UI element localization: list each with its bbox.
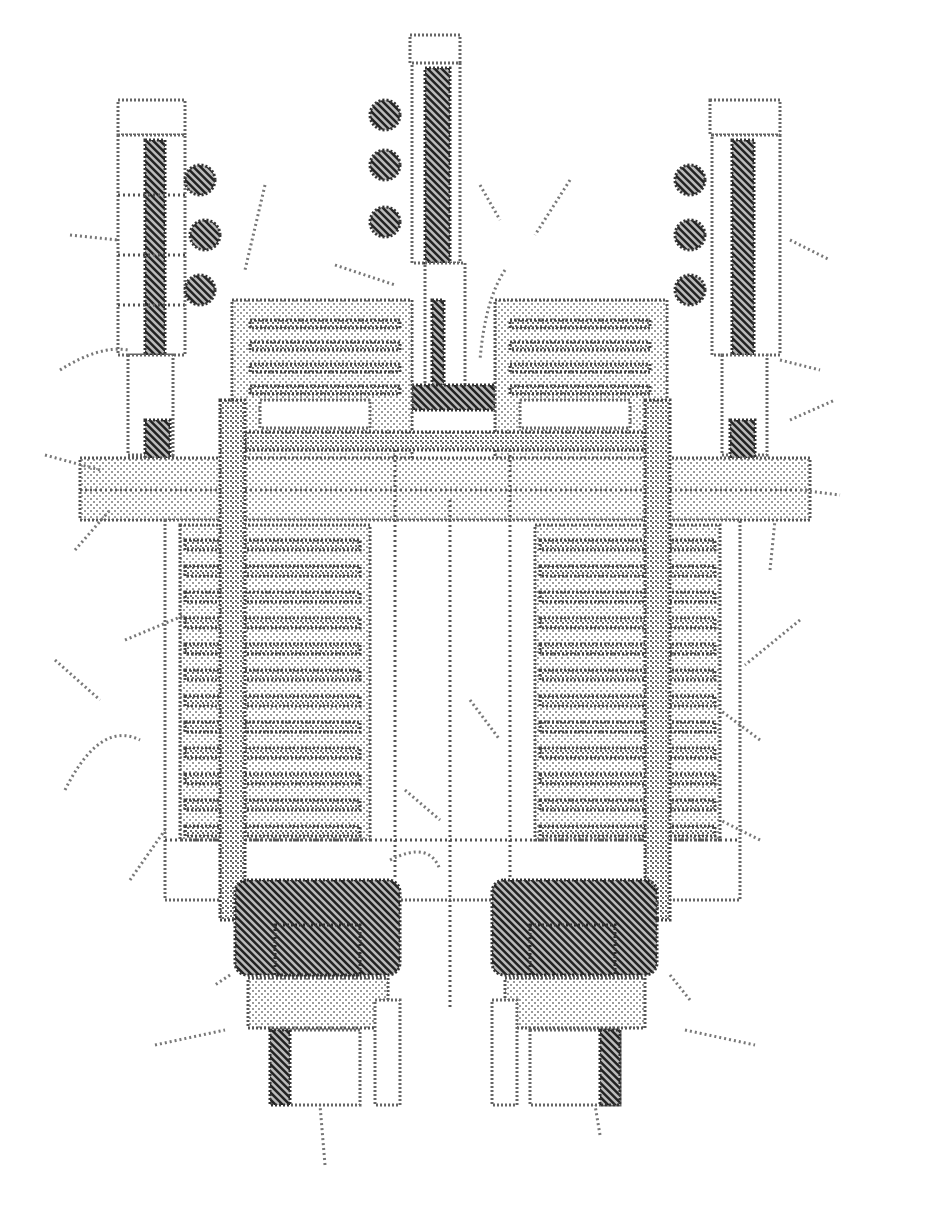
reference-leader <box>770 520 775 570</box>
winding-stripe <box>540 800 715 810</box>
bottom-left-pin <box>375 1000 400 1105</box>
reference-leader <box>130 830 165 880</box>
reference-leader <box>595 1105 600 1135</box>
right-roller <box>675 220 705 250</box>
reference-leader <box>685 1030 755 1045</box>
winding-stripe <box>540 644 715 654</box>
upper-cross-plate <box>245 432 645 450</box>
upper-winding-stripe <box>510 364 650 372</box>
reference-leader <box>70 235 118 240</box>
reference-leader <box>745 620 800 665</box>
reference-leader <box>780 360 820 370</box>
reference-leader <box>670 975 690 1000</box>
winding-stripe <box>185 800 360 810</box>
middle-roller <box>370 100 400 130</box>
upper-winding-stripe <box>510 320 650 328</box>
winding-stripe <box>185 826 360 836</box>
left-roller <box>190 220 220 250</box>
reference-leader <box>335 265 395 285</box>
reference-leader <box>790 240 830 260</box>
left-roller <box>185 275 215 305</box>
winding-stripe <box>540 592 715 602</box>
winding-stripe <box>185 566 360 576</box>
reference-leader <box>535 180 570 235</box>
winding-stripe <box>185 618 360 628</box>
reference-leader <box>65 736 140 790</box>
upper-winding-stripe <box>510 342 650 350</box>
middle-roller <box>370 150 400 180</box>
bottom-left-foot-core <box>270 1030 290 1105</box>
winding-stripe <box>185 748 360 758</box>
bottom-right-pin <box>492 1000 517 1105</box>
right-column-core <box>732 140 754 355</box>
winding-stripe <box>540 696 715 706</box>
winding-stripe <box>185 540 360 550</box>
winding-stripe <box>185 696 360 706</box>
winding-stripe <box>540 748 715 758</box>
winding-stripe <box>185 722 360 732</box>
left-rail <box>220 400 245 920</box>
left-roller <box>185 165 215 195</box>
left-column-cap <box>118 100 185 135</box>
winding-stripe <box>540 774 715 784</box>
winding-stripe <box>540 670 715 680</box>
reference-leader <box>55 660 100 700</box>
winding-stripe <box>540 826 715 836</box>
upper-winding-stripe <box>250 386 400 394</box>
upper-winding-stripe <box>250 320 400 328</box>
reference-leader <box>320 1105 325 1165</box>
winding-stripe <box>185 592 360 602</box>
winding-stripe <box>540 618 715 628</box>
bottom-right-comb <box>505 978 645 1028</box>
upper-right-window <box>520 400 630 428</box>
middle-column-foot <box>412 385 502 410</box>
right-rail <box>645 400 670 920</box>
right-column-cap <box>710 100 780 135</box>
reference-leader <box>245 185 265 270</box>
upper-winding-stripe <box>250 342 400 350</box>
winding-stripe <box>185 774 360 784</box>
left-column-assembly <box>118 100 220 480</box>
right-roller <box>675 275 705 305</box>
middle-column-stem-core <box>432 300 444 395</box>
reference-leader <box>790 400 835 420</box>
bottom-right-foot-core <box>600 1030 620 1105</box>
winding-stripe <box>540 722 715 732</box>
upper-winding-stripe <box>510 386 650 394</box>
winding-stripe <box>185 670 360 680</box>
bottom-right-head-inner <box>530 925 615 975</box>
left-column-core <box>145 140 165 355</box>
middle-column-core <box>425 68 450 263</box>
upper-winding-stripe <box>250 364 400 372</box>
reference-leader <box>215 975 230 985</box>
bottom-left-head-inner <box>275 925 360 975</box>
middle-roller <box>370 207 400 237</box>
reference-leader <box>155 1030 225 1045</box>
bottom-right-assembly <box>492 880 657 1105</box>
bottom-left-assembly <box>235 880 400 1105</box>
right-roller <box>675 165 705 195</box>
winding-stripe <box>540 566 715 576</box>
winding-stripe <box>185 644 360 654</box>
upper-left-window <box>260 400 370 428</box>
right-column-assembly <box>675 100 780 480</box>
bottom-left-comb <box>248 978 388 1028</box>
middle-column-cap <box>410 35 460 63</box>
winding-stripe <box>540 540 715 550</box>
reference-leader <box>480 185 500 220</box>
